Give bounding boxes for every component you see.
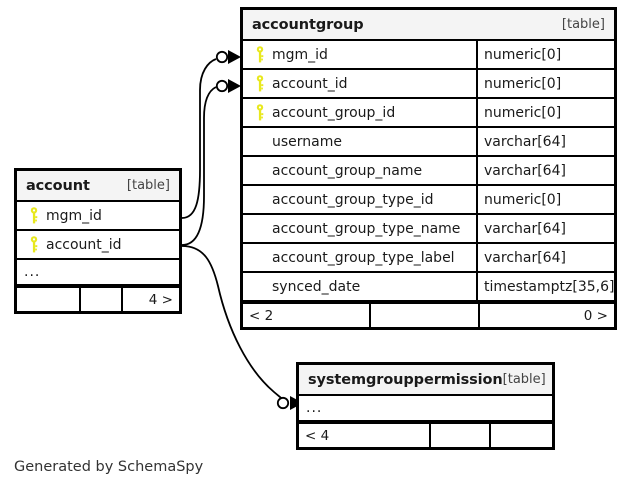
- column-name-cell: account_group_type_label: [243, 244, 476, 271]
- column-name-cell: account_id: [17, 231, 179, 258]
- table-row[interactable]: account_group_id numeric[0]: [243, 99, 614, 128]
- column-name-cell: account_group_name: [243, 157, 476, 184]
- table-accountgroup-header: accountgroup [table]: [243, 10, 614, 41]
- primary-key-icon: [24, 207, 44, 224]
- column-name-label: account_group_type_name: [272, 220, 461, 237]
- column-name-label: mgm_id: [272, 46, 328, 63]
- table-row[interactable]: mgm_id numeric[0]: [243, 41, 614, 70]
- optional-marker-accountid: [215, 79, 229, 93]
- table-account-name: account: [26, 177, 90, 194]
- footer-middle-cell: [429, 424, 489, 447]
- table-row[interactable]: account_id numeric[0]: [243, 70, 614, 99]
- table-systemgrouppermission[interactable]: systemgrouppermission [table] ... < 4: [296, 362, 555, 450]
- table-row[interactable]: username varchar[64]: [243, 128, 614, 157]
- column-name-label: account_group_type_id: [272, 191, 434, 208]
- footer-parent-count[interactable]: < 4: [305, 427, 330, 444]
- footer-middle-cell: [369, 304, 478, 327]
- table-row[interactable]: account_id: [17, 231, 179, 260]
- column-name-label: account_id: [272, 75, 348, 92]
- column-type-label: numeric[0]: [476, 99, 614, 126]
- edge-account-mgmid-to-accountgroup: [181, 58, 217, 219]
- table-account-more-columns[interactable]: ...: [17, 260, 179, 286]
- column-type-label: numeric[0]: [476, 70, 614, 97]
- edge-account-accountid-to-accountgroup: [181, 86, 217, 246]
- primary-key-icon: [250, 46, 270, 63]
- table-systemgrouppermission-name: systemgrouppermission: [308, 371, 503, 388]
- column-name-cell: account_id: [243, 70, 476, 97]
- table-row[interactable]: account_group_name varchar[64]: [243, 157, 614, 186]
- column-name-cell: account_group_type_id: [243, 186, 476, 213]
- table-row[interactable]: account_group_type_label varchar[64]: [243, 244, 614, 273]
- primary-key-icon: [250, 75, 270, 92]
- table-row[interactable]: account_group_type_id numeric[0]: [243, 186, 614, 215]
- column-type-label: timestamptz[35,6]: [476, 273, 614, 300]
- diagram-caption: Generated by SchemaSpy: [14, 459, 204, 475]
- footer-child-count: [489, 424, 552, 447]
- table-systemgrouppermission-more-columns[interactable]: ...: [299, 396, 552, 422]
- footer-parent-count[interactable]: [17, 288, 79, 311]
- column-name-label: account_id: [46, 236, 122, 253]
- column-name-label: synced_date: [272, 278, 361, 295]
- column-type-label: numeric[0]: [476, 41, 614, 68]
- column-name-cell: synced_date: [243, 273, 476, 300]
- footer-middle-cell: [79, 288, 121, 311]
- primary-key-icon: [250, 104, 270, 121]
- column-name-cell: mgm_id: [17, 202, 179, 229]
- table-row[interactable]: synced_date timestamptz[35,6]: [243, 273, 614, 302]
- table-accountgroup-tag: [table]: [561, 17, 605, 32]
- column-name-cell: username: [243, 128, 476, 155]
- primary-key-icon: [24, 236, 44, 253]
- optional-marker-mgmid: [215, 50, 229, 64]
- table-accountgroup[interactable]: accountgroup [table] mgm_id numeric[0]: [240, 7, 617, 330]
- column-name-cell: mgm_id: [243, 41, 476, 68]
- column-name-label: account_group_id: [272, 104, 396, 121]
- table-accountgroup-name: accountgroup: [252, 16, 364, 33]
- optional-marker-sysgrpperm: [276, 396, 290, 410]
- table-account[interactable]: account [table] mgm_id: [14, 168, 182, 314]
- table-row[interactable]: account_group_type_name varchar[64]: [243, 215, 614, 244]
- column-type-label: numeric[0]: [476, 186, 614, 213]
- table-row[interactable]: mgm_id: [17, 202, 179, 231]
- column-name-cell: account_group_id: [243, 99, 476, 126]
- column-name-label: mgm_id: [46, 207, 102, 224]
- column-name-label: account_group_name: [272, 162, 423, 179]
- table-account-header: account [table]: [17, 171, 179, 202]
- footer-child-count[interactable]: 4 >: [121, 288, 179, 311]
- table-account-footer: 4 >: [17, 286, 179, 311]
- footer-child-count[interactable]: 0 >: [478, 304, 614, 327]
- column-name-label: username: [272, 133, 342, 150]
- footer-parent-count[interactable]: < 2: [249, 307, 274, 324]
- table-systemgrouppermission-header: systemgrouppermission [table]: [299, 365, 552, 396]
- table-systemgrouppermission-footer: < 4: [299, 422, 552, 447]
- column-type-label: varchar[64]: [476, 215, 614, 242]
- table-account-tag: [table]: [126, 178, 170, 193]
- column-type-label: varchar[64]: [476, 128, 614, 155]
- column-name-cell: account_group_type_name: [243, 215, 476, 242]
- column-name-label: account_group_type_label: [272, 249, 455, 266]
- table-systemgrouppermission-tag: [table]: [502, 372, 546, 387]
- column-type-label: varchar[64]: [476, 244, 614, 271]
- table-accountgroup-footer: < 2 0 >: [243, 302, 614, 327]
- column-type-label: varchar[64]: [476, 157, 614, 184]
